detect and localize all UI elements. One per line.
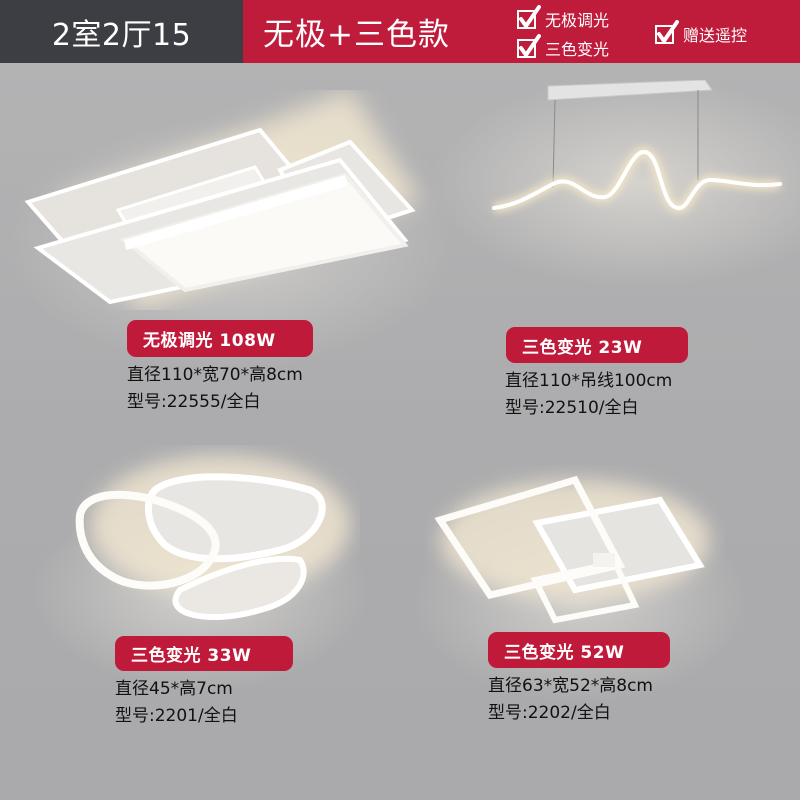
feature-label: 三色变光: [545, 40, 610, 59]
product-dimensions: 直径45*高7cm: [115, 679, 233, 699]
checkbox-checked-icon: [517, 34, 541, 58]
product-model: 型号:2202/全白: [488, 703, 611, 723]
wave-pendant-light-image: [492, 80, 782, 213]
rectangular-ceiling-light-image: [24, 90, 420, 310]
header-title: 无极+三色款: [263, 17, 450, 53]
feature-item-remote-gift: 赠送遥控: [655, 20, 748, 46]
product-badge: 三色变光 33W: [115, 636, 293, 671]
oval-rings-ceiling-light-image: [75, 455, 350, 621]
product-badge: 三色变光 52W: [488, 632, 670, 668]
header-banner: 2室2厅15 无极+三色款 无极调光 三色变光 赠送遥控: [0, 0, 800, 63]
header-accent-panel: 无极+三色款 无极调光 三色变光 赠送遥控: [243, 0, 800, 63]
checkbox-checked-icon: [655, 20, 679, 44]
product-dimensions: 直径63*宽52*高8cm: [488, 676, 653, 696]
checkbox-checked-icon: [517, 5, 541, 29]
product-model: 型号:22510/全白: [505, 398, 639, 418]
product-dimensions: 直径110*吊线100cm: [505, 371, 673, 391]
feature-item-tricolor: 三色变光: [517, 34, 610, 60]
feature-label: 无极调光: [545, 11, 610, 30]
product-dimensions: 直径110*宽70*高8cm: [127, 365, 303, 385]
feature-item-stepless-dimming: 无极调光: [517, 5, 610, 31]
product-badge: 无极调光 108W: [127, 320, 313, 357]
feature-label: 赠送遥控: [683, 26, 748, 45]
product-badge: 三色变光 23W: [506, 327, 688, 363]
product-model: 型号:2201/全白: [115, 706, 238, 726]
layout-label: 2室2厅15: [0, 0, 243, 63]
product-model: 型号:22555/全白: [127, 392, 261, 412]
square-frames-ceiling-light-image: [434, 475, 710, 624]
